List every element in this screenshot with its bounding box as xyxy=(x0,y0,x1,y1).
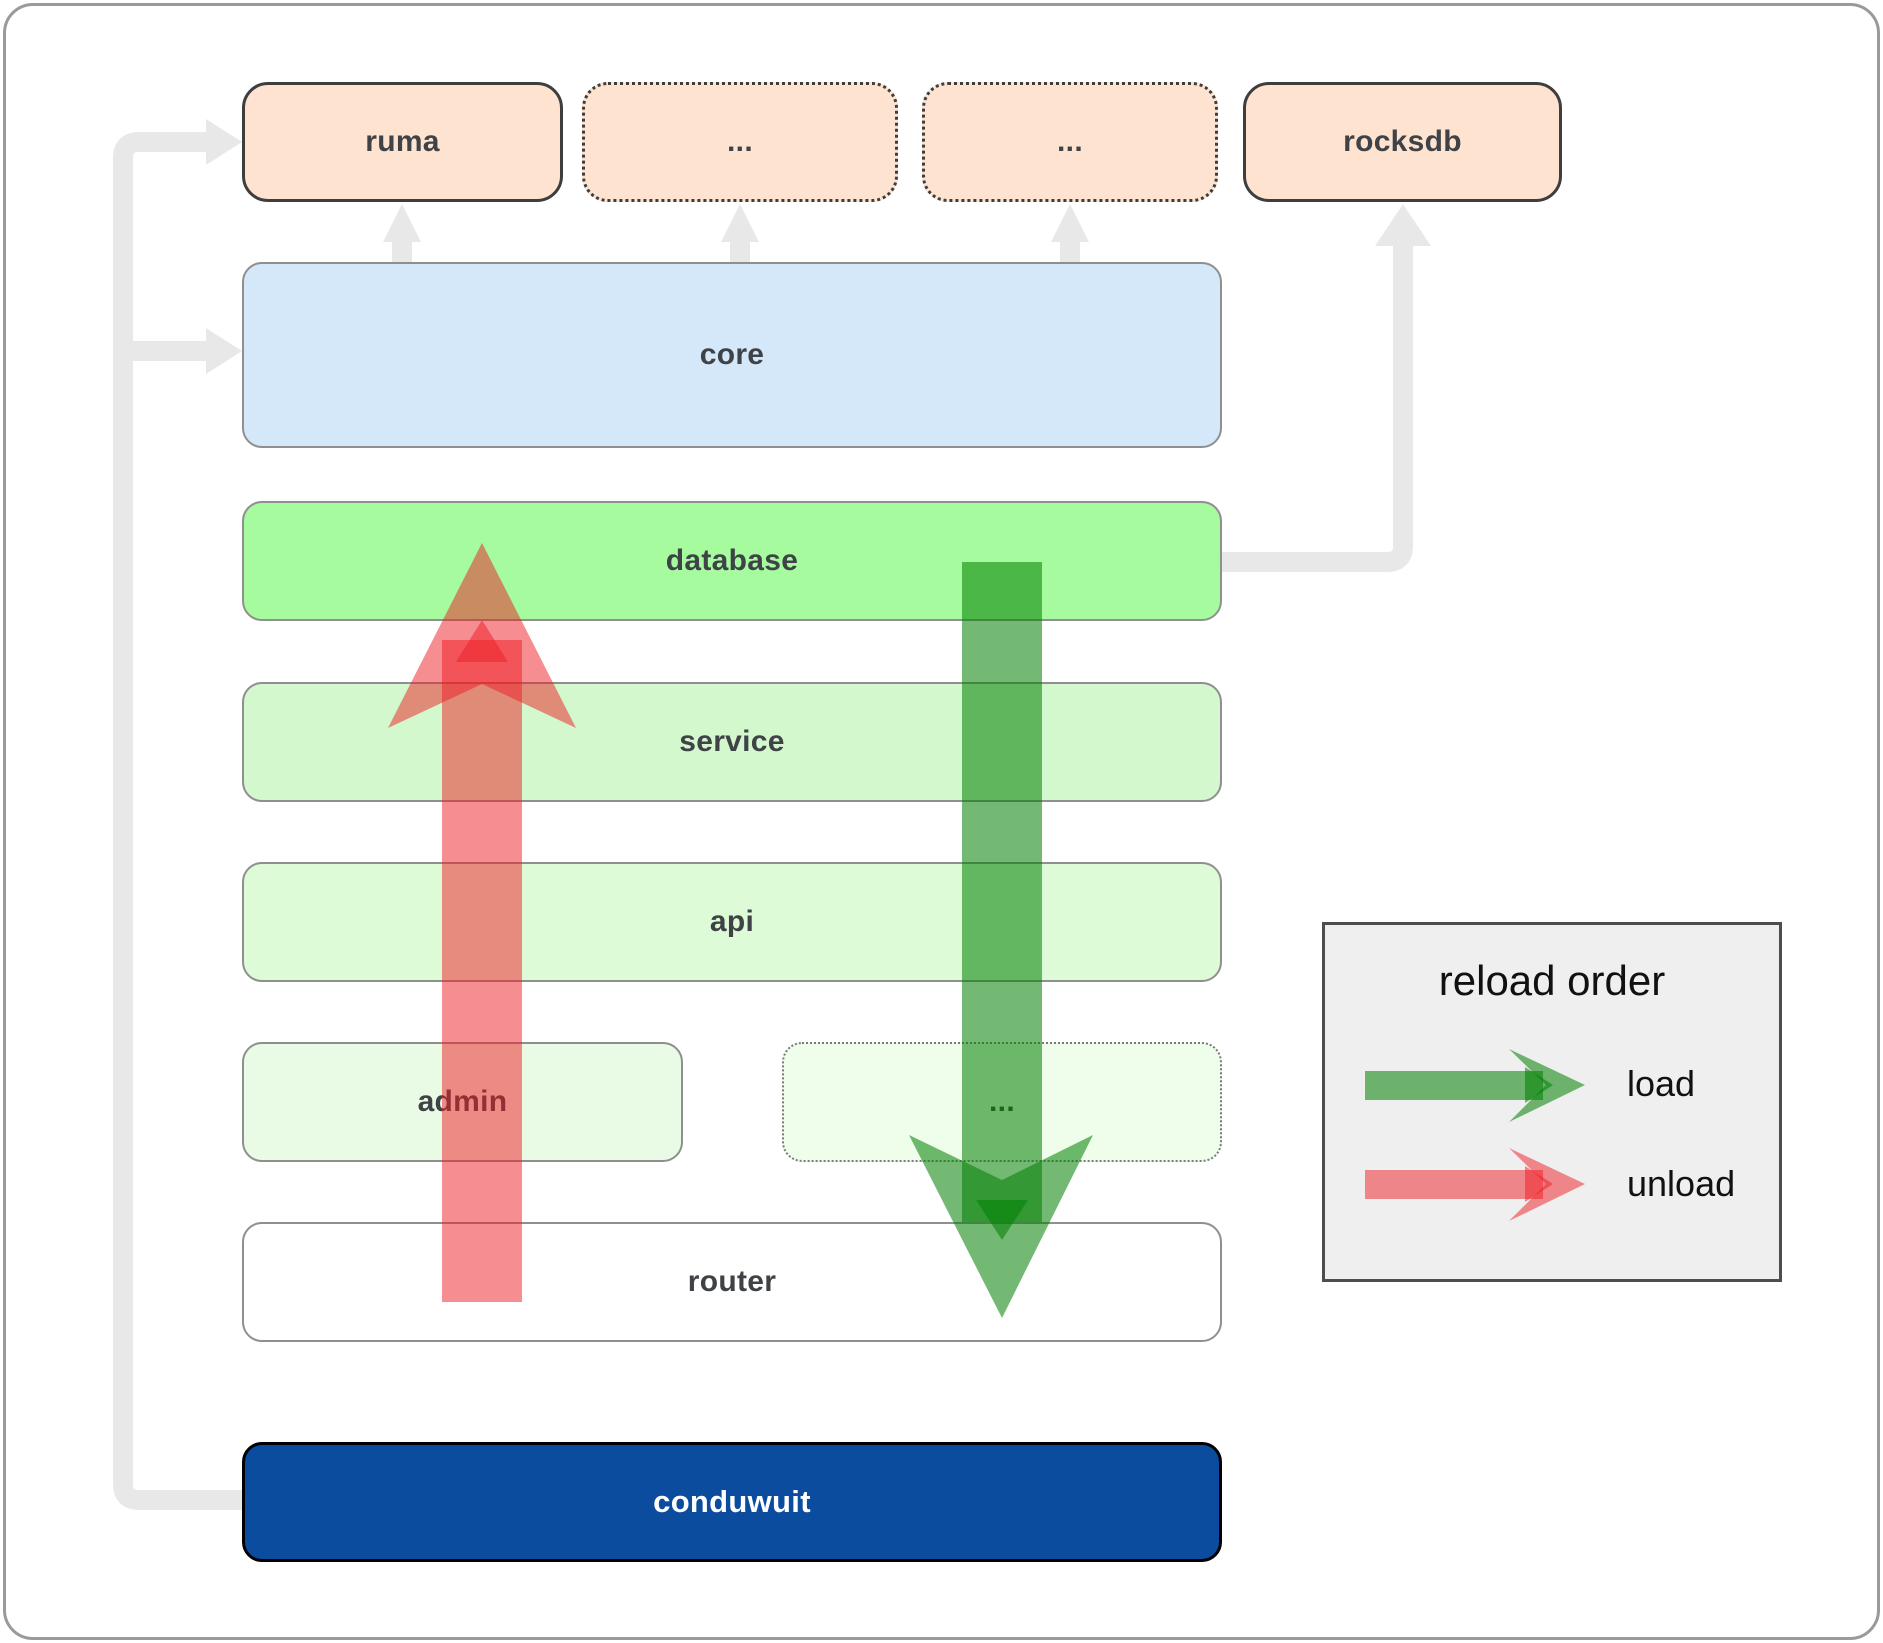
node-conduwuit-label: conduwuit xyxy=(653,1484,811,1519)
node-router-label: router xyxy=(687,1265,777,1298)
node-service: service xyxy=(242,682,1222,802)
legend: reload order load unload xyxy=(1322,922,1782,1282)
database-to-rocksdb-connector xyxy=(1222,240,1413,572)
node-admin-more: ... xyxy=(782,1042,1222,1162)
node-conduwuit: conduwuit xyxy=(242,1442,1222,1562)
node-ruma-label: ruma xyxy=(365,125,440,158)
legend-load-label: load xyxy=(1627,1063,1696,1104)
arrowhead-into-ruma-icon xyxy=(206,119,242,165)
node-router: router xyxy=(242,1222,1222,1342)
node-api: api xyxy=(242,862,1222,982)
node-database: database xyxy=(242,501,1222,621)
node-other-dependency-1: ... xyxy=(582,82,898,202)
node-api-label: api xyxy=(709,905,755,938)
node-database-label: database xyxy=(665,544,799,577)
node-core-label: core xyxy=(699,338,765,371)
node-ruma: ruma xyxy=(242,82,563,202)
node-service-label: service xyxy=(679,725,785,758)
legend-arrows xyxy=(1365,1049,1585,1221)
node-admin-label: admin xyxy=(417,1085,508,1118)
conduwuit-to-deps-connector xyxy=(113,132,242,1510)
node-admin-more-label: ... xyxy=(989,1085,1015,1118)
arrowhead-into-rocksdb-icon xyxy=(1375,204,1431,246)
node-rocksdb: rocksdb xyxy=(1243,82,1562,202)
legend-unload-label: unload xyxy=(1627,1163,1736,1204)
node-other-dependency-1-label: ... xyxy=(727,125,753,158)
legend-title: reload order xyxy=(1438,957,1666,1004)
core-to-dep1-arrow xyxy=(721,204,759,264)
node-other-dependency-2-label: ... xyxy=(1057,125,1083,158)
legend-unload-arrow-icon xyxy=(1365,1148,1585,1221)
node-rocksdb-label: rocksdb xyxy=(1343,125,1462,158)
core-to-ruma-arrow xyxy=(383,204,421,264)
legend-load-arrow-icon xyxy=(1365,1049,1585,1122)
node-other-dependency-2: ... xyxy=(922,82,1218,202)
core-to-dep2-arrow xyxy=(1051,204,1089,264)
arrowhead-into-core-icon xyxy=(206,328,242,374)
node-core: core xyxy=(242,262,1222,448)
node-admin: admin xyxy=(242,1042,683,1162)
